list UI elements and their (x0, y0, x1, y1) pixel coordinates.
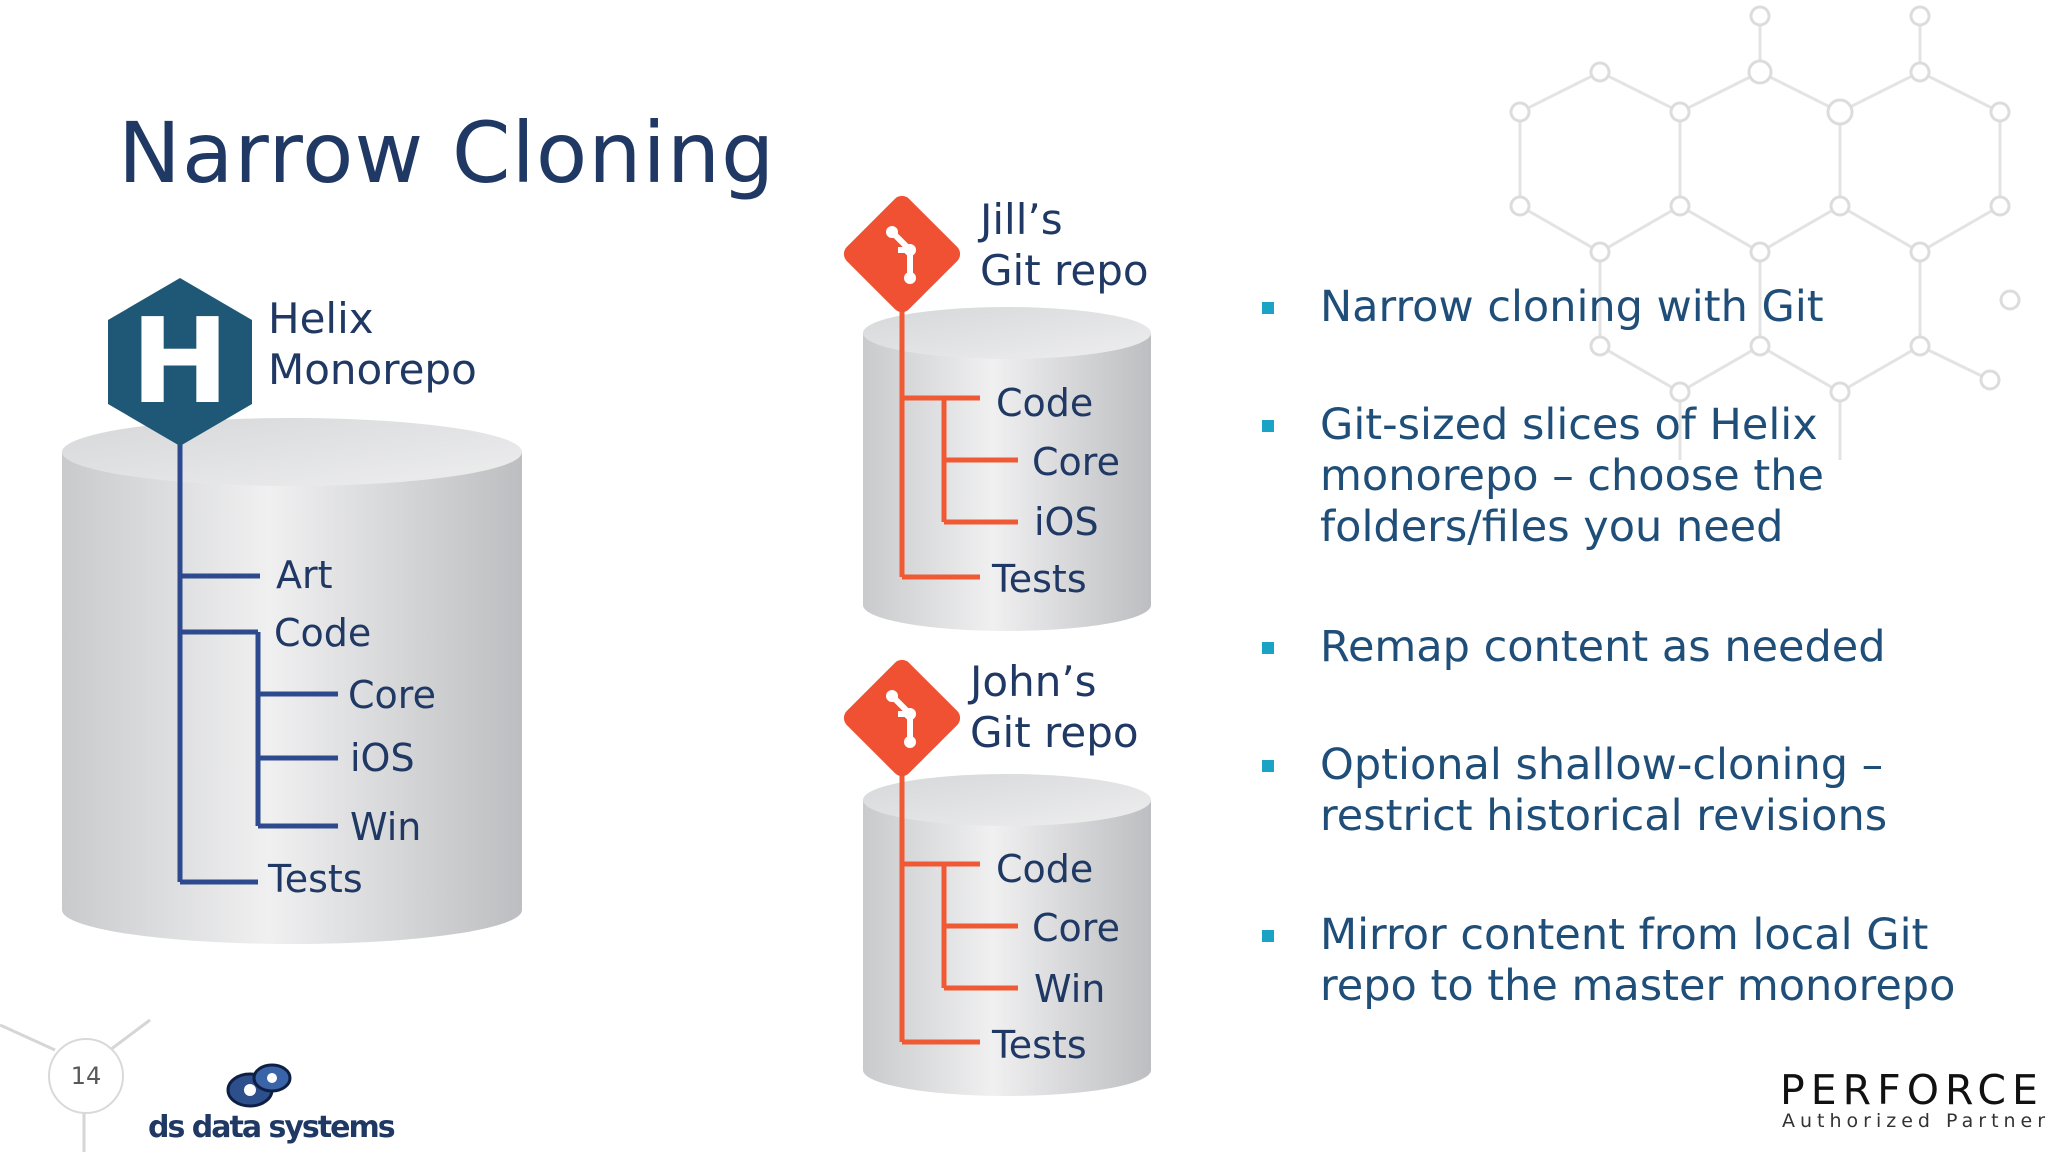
bullet-line: folders/files you need (1320, 502, 1784, 552)
bullet-line: restrict historical revisions (1320, 791, 1888, 841)
square-bullet-icon (1262, 642, 1274, 654)
slide-number: 14 (48, 1038, 124, 1114)
john-cylinder (863, 774, 1151, 1096)
bullet-line: Git-sized slices of Helix (1320, 400, 1818, 450)
john-folder-core: Core (1032, 906, 1120, 950)
jill-tree (899, 270, 1018, 580)
helix-label: Helix Monorepo (268, 293, 477, 395)
bullet-line: Remap content as needed (1320, 622, 1886, 672)
company-logo-text: ds data systems (148, 1110, 396, 1145)
perforce-subtitle: Authorized Partner (1782, 1110, 2048, 1132)
helix-folder-win: Win (350, 805, 422, 849)
bullet-line: Optional shallow-cloning – (1320, 740, 1884, 790)
bullet-line: Mirror content from local Git (1320, 910, 1929, 960)
jill-folder-tests: Tests (992, 557, 1087, 601)
helix-folder-art: Art (276, 553, 333, 597)
helix-folder-ios: iOS (350, 736, 415, 780)
git-diamond-icon (843, 659, 961, 777)
jill-folder-core: Core (1032, 440, 1120, 484)
jill-label-line2: Git repo (980, 246, 1149, 295)
john-folder-tests: Tests (992, 1023, 1087, 1067)
bullet-line: Narrow cloning with Git (1320, 282, 1824, 332)
perforce-logo-text: PERFORCE (1780, 1066, 2044, 1114)
bullet-text: Git-sized slices of Helix monorepo – cho… (1320, 400, 2020, 553)
john-tree (899, 760, 1018, 1045)
jill-folder-code: Code (996, 381, 1094, 425)
bullet-text: Mirror content from local Git repo to th… (1320, 910, 2020, 1012)
jill-folder-ios: iOS (1034, 500, 1099, 544)
jill-cylinder (863, 307, 1151, 631)
bullet-text: Narrow cloning with Git (1320, 282, 2020, 333)
helix-label-line1: Helix (268, 294, 374, 343)
git-diamond-icon (843, 195, 961, 313)
helix-logo-letter: H (131, 292, 230, 430)
helix-folder-tests: Tests (268, 857, 363, 901)
bullet-text: Remap content as needed (1320, 622, 2020, 673)
square-bullet-icon (1262, 420, 1274, 432)
john-label-line2: Git repo (970, 708, 1139, 757)
helix-hexagon-icon: H (108, 278, 252, 446)
jill-label: Jill’s Git repo (980, 194, 1149, 296)
helix-folder-code: Code (274, 611, 372, 655)
square-bullet-icon (1262, 930, 1274, 942)
john-label: John’s Git repo (970, 656, 1139, 758)
john-folder-win: Win (1034, 967, 1106, 1011)
helix-label-line2: Monorepo (268, 345, 477, 394)
bullet-line: monorepo – choose the (1320, 451, 1824, 501)
square-bullet-icon (1262, 302, 1274, 314)
bullet-line: repo to the master monorepo (1320, 961, 1956, 1011)
john-label-line1: John’s (970, 657, 1097, 706)
helix-tree (177, 400, 338, 885)
page-title: Narrow Cloning (118, 104, 776, 202)
square-bullet-icon (1262, 760, 1274, 772)
john-folder-code: Code (996, 847, 1094, 891)
ds-logo-icon (226, 1063, 292, 1108)
jill-label-line1: Jill’s (980, 195, 1063, 244)
helix-folder-core: Core (348, 673, 436, 717)
bullet-text: Optional shallow-cloning – restrict hist… (1320, 740, 2020, 842)
